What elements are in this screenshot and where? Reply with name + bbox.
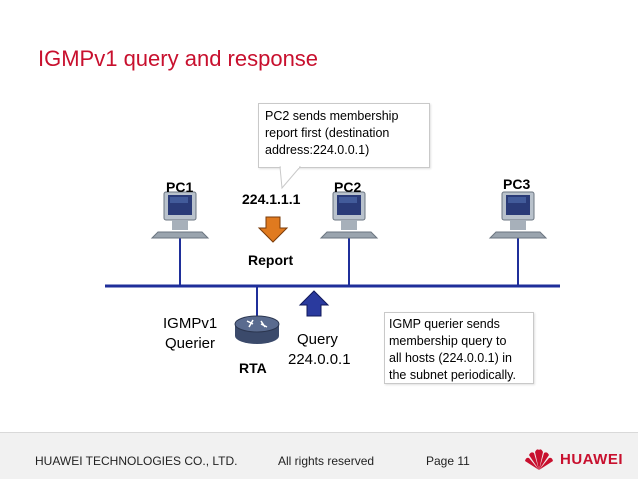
pc1-icon <box>150 191 210 239</box>
callout-line: all hosts (224.0.0.1) in <box>389 351 512 365</box>
callout-line: the subnet periodically. <box>389 368 516 382</box>
query-address: 224.0.0.1 <box>288 351 351 368</box>
router-role-line2: Querier <box>165 335 216 352</box>
footer-page: Page 11 <box>426 454 470 468</box>
huawei-logo-icon <box>525 449 553 470</box>
callout-line: membership query to <box>389 334 507 348</box>
router-icon <box>234 315 280 344</box>
callout-line: report first (destination <box>265 126 390 140</box>
page-title: IGMPv1 query and response <box>38 46 319 71</box>
pc2-report-callout: PC2 sends membership report first (desti… <box>258 103 430 168</box>
footer-bar: HUAWEI TECHNOLOGIES CO., LTD. All rights… <box>0 432 638 479</box>
query-arrow <box>298 290 330 317</box>
network-diagram <box>105 166 560 344</box>
report-label: Report <box>248 252 294 268</box>
huawei-logo-text: HUAWEI <box>560 451 623 468</box>
footer-company: HUAWEI TECHNOLOGIES CO., LTD. <box>35 454 238 468</box>
querier-callout: IGMP querier sends membership query to a… <box>384 312 534 384</box>
callout-line: IGMP querier sends <box>389 317 500 331</box>
pc2-label: PC2 <box>334 179 362 195</box>
callout-line: PC2 sends membership <box>265 109 399 123</box>
pc3-label: PC3 <box>503 176 531 192</box>
pc3-icon <box>488 191 548 239</box>
callout-line: address:224.0.0.1) <box>265 143 370 157</box>
pc1-label: PC1 <box>166 179 194 195</box>
report-arrow <box>257 216 289 243</box>
pc2-icon <box>319 191 379 239</box>
query-label: Query <box>297 331 338 348</box>
router-name: RTA <box>239 360 267 376</box>
callout-tail <box>279 166 302 190</box>
router-role-line1: IGMPv1 <box>163 315 218 332</box>
footer-rights: All rights reserved <box>278 454 375 468</box>
report-group-address: 224.1.1.1 <box>242 191 301 207</box>
